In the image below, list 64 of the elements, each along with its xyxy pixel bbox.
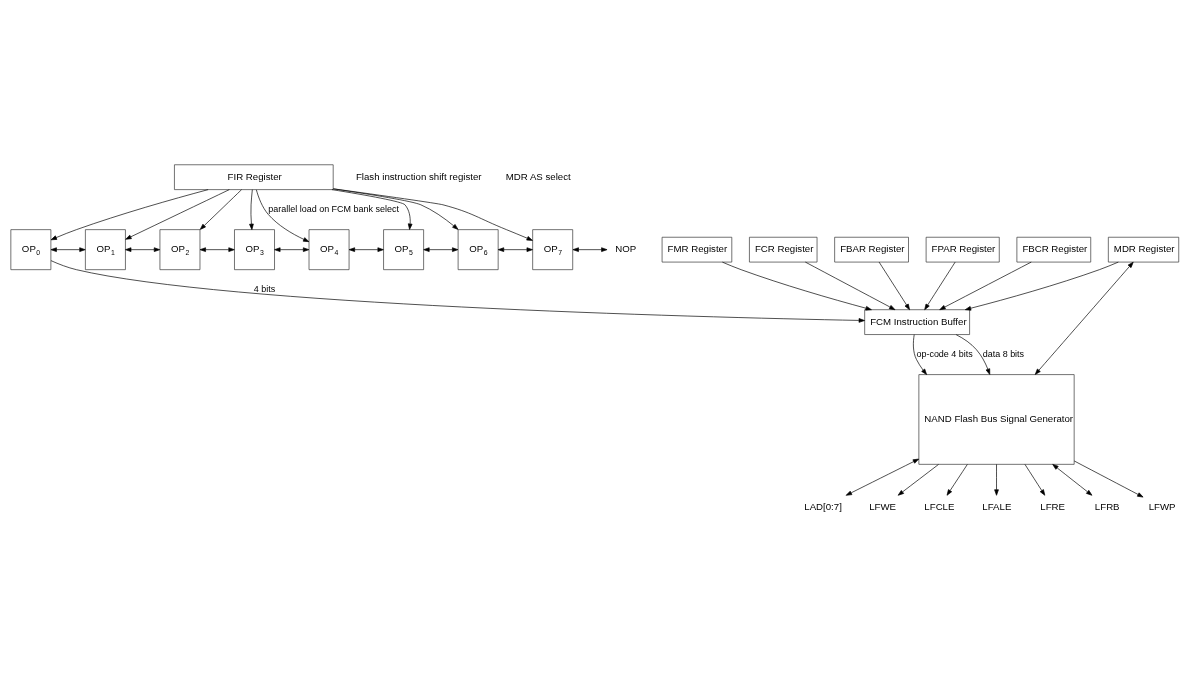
arrow	[897, 463, 939, 496]
arrow	[924, 261, 956, 310]
arrow	[572, 246, 608, 252]
arrow	[125, 246, 161, 252]
node-box: FCM Instruction Buffer	[864, 308, 970, 335]
node-box: OP$_{2}$	[159, 228, 201, 270]
arrow	[256, 189, 310, 242]
node-text: LFRE	[1040, 500, 1066, 512]
edge-label: 4 bits	[253, 283, 276, 294]
arrow	[955, 333, 991, 375]
arrow	[1034, 261, 1134, 375]
arrow	[333, 188, 459, 230]
arrow	[249, 188, 254, 230]
edge-label: data 8 bits	[982, 348, 1025, 359]
arrow	[332, 187, 533, 241]
arrow	[946, 463, 968, 496]
arrow	[939, 261, 1032, 310]
arrow	[845, 458, 920, 496]
node-box: OP$_{6}$	[457, 228, 499, 270]
node-text: LFALE	[982, 500, 1012, 512]
arrow	[331, 188, 413, 230]
node-text: LFWE	[869, 500, 896, 512]
arrow	[199, 246, 235, 252]
arrow	[50, 188, 209, 240]
node-box: FPAR Register	[925, 236, 1000, 262]
node-text: LFWP	[1148, 500, 1176, 512]
arrow	[1052, 463, 1093, 496]
node-box: FMR Register	[661, 236, 733, 262]
arrow	[274, 246, 310, 252]
node-box: OP$_{1}$	[85, 228, 126, 270]
node-box: OP$_{0}$	[10, 228, 52, 270]
arrow	[125, 188, 230, 240]
arrow	[348, 246, 384, 252]
arrow	[805, 261, 896, 310]
arrow	[994, 463, 999, 496]
node-box: FCR Register	[749, 236, 818, 262]
node-box: NAND Flash Bus Signal Generator	[918, 373, 1075, 465]
node-box: OP$_{7}$	[532, 228, 574, 270]
arrow	[423, 246, 459, 252]
node-box: MDR Register	[1108, 236, 1180, 262]
node-text: NOP	[615, 242, 637, 254]
arrow	[878, 261, 910, 310]
node-text: LFCLE	[924, 500, 955, 512]
node-box: FIR Register	[174, 163, 334, 190]
node-box: OP$_{4}$	[308, 228, 350, 270]
arrow	[497, 246, 533, 252]
node-box: OP$_{5}$	[383, 228, 424, 270]
label: MDR AS select	[505, 170, 571, 182]
node-box: FBCR Register	[1016, 236, 1092, 262]
arrow	[1073, 460, 1144, 497]
node-text: LFRB	[1094, 500, 1120, 512]
arrow	[964, 261, 1119, 310]
arrow	[913, 333, 927, 375]
edge-label: parallel load on FCM bank select	[268, 203, 399, 214]
node-text: LAD[0:7]	[804, 500, 842, 512]
edge-label: op-code 4 bits	[916, 348, 973, 359]
label: Flash instruction shift register	[355, 170, 482, 182]
arrow	[1024, 463, 1046, 496]
node-box: OP$_{3}$	[234, 228, 275, 270]
arrow	[50, 246, 86, 252]
arrow	[199, 188, 242, 230]
arrow	[50, 259, 865, 323]
arrow	[722, 261, 872, 310]
node-box: FBAR Register	[834, 236, 909, 262]
